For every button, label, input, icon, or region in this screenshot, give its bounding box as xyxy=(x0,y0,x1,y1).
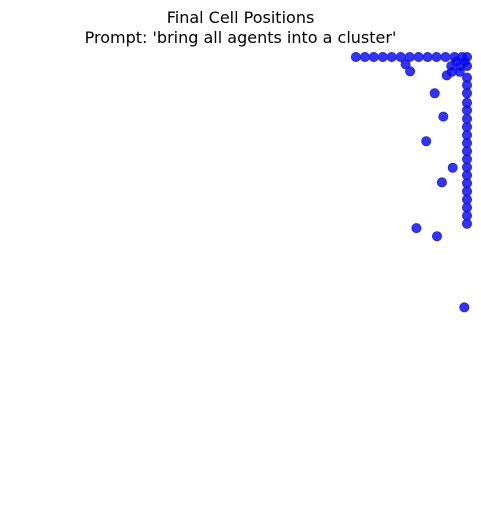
data-point xyxy=(438,111,449,122)
data-point xyxy=(405,66,416,77)
data-point xyxy=(431,231,442,242)
data-point xyxy=(436,177,447,188)
data-point xyxy=(421,136,432,147)
data-point xyxy=(447,162,458,173)
data-point xyxy=(461,218,472,229)
data-point xyxy=(350,52,361,63)
chart-subtitle: Prompt: 'bring all agents into a cluster… xyxy=(84,28,397,47)
data-point xyxy=(441,70,452,81)
data-point xyxy=(377,52,388,63)
data-point xyxy=(368,52,379,63)
chart-title: Final Cell Positions xyxy=(166,8,315,27)
data-point xyxy=(461,61,472,72)
data-point xyxy=(429,88,440,99)
data-point xyxy=(359,52,370,63)
data-point xyxy=(386,52,397,63)
data-point xyxy=(440,52,451,63)
points-layer xyxy=(350,52,472,313)
data-point xyxy=(422,52,433,63)
data-point xyxy=(454,66,465,77)
data-point xyxy=(413,52,424,63)
data-point xyxy=(459,302,470,313)
data-point xyxy=(431,52,442,63)
data-point xyxy=(461,88,472,99)
data-point xyxy=(461,105,472,116)
data-point xyxy=(411,223,422,234)
data-point xyxy=(400,59,411,70)
